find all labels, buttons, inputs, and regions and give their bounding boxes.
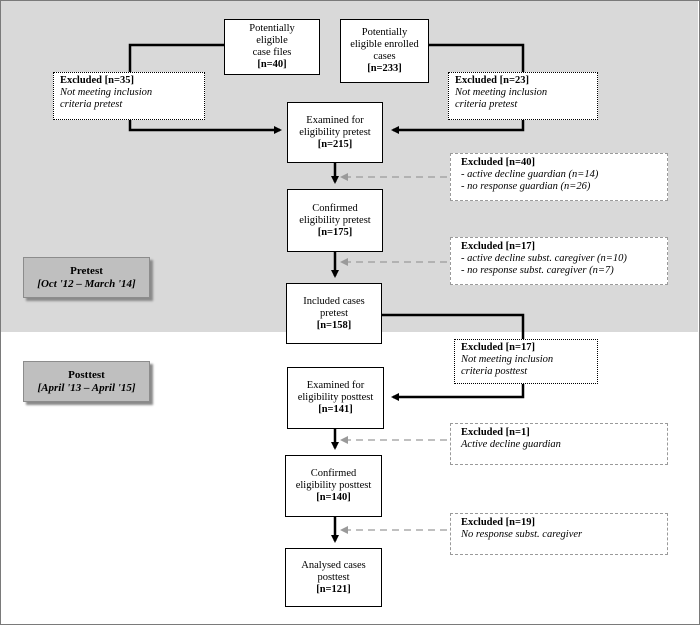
examined-posttest-count: [n=141] <box>318 404 353 415</box>
case-files-line2b: case files <box>252 47 292 58</box>
confirmed-posttest-count: [n=140] <box>316 492 351 503</box>
case-files-line2: eligible <box>256 35 288 47</box>
analysed-line2: posttest <box>317 571 350 583</box>
excluded-40-line2: - no response guardian (n=26) <box>461 181 591 192</box>
excluded-17b-line2: criteria posttest <box>461 366 528 377</box>
confirmed-pretest-line1: Confirmed <box>312 202 358 214</box>
excluded-left-line1: Not meeting inclusion <box>60 87 153 98</box>
excluded-right-title: Excluded [n=23] <box>455 75 529 86</box>
excluded-left-line2: criteria pretest <box>60 99 123 110</box>
examined-pretest-line1: Examined for <box>306 114 364 126</box>
examined-posttest-line1: Examined for <box>306 380 365 391</box>
included-pretest-count: [n=158] <box>316 319 352 331</box>
analysed-posttest-box: Analysed cases posttest [n=121] <box>285 548 382 607</box>
excluded-17b-title: Excluded [n=17] <box>461 342 535 353</box>
pretest-range: [Oct '12 – March '14] <box>37 277 136 290</box>
posttest-phase-label: Posttest [April '13 – April '15] <box>23 361 150 402</box>
examined-pretest-count: [n=215] <box>317 138 353 150</box>
excluded-17b-box: Excluded [n=17] Not meeting inclusion cr… <box>454 339 598 384</box>
pretest-phase-label: Pretest [Oct '12 – March '14] <box>23 257 150 298</box>
excluded-left-title: Excluded [n=35] <box>60 75 134 86</box>
excluded-17a-line1: - active decline subst. caregiver (n=10) <box>461 253 627 264</box>
examined-posttest-box: Examined for eligibility posttest [n=141… <box>287 367 384 429</box>
excluded-17b-line1: Not meeting inclusion <box>461 354 554 365</box>
enrolled-box: Potentially eligible enrolled cases [n=2… <box>340 19 429 83</box>
enrolled-count: [n=233] <box>367 63 402 74</box>
included-pretest-box: Included cases pretest [n=158] <box>286 283 382 344</box>
excluded-40-title: Excluded [n=40] <box>461 157 535 168</box>
excluded-19-box: Excluded [n=19] No response subst. careg… <box>450 513 668 555</box>
excluded-17a-title: Excluded [n=17] <box>461 241 535 252</box>
excluded-40-box: Excluded [n=40] - active decline guardia… <box>450 153 668 201</box>
confirmed-pretest-count: [n=175] <box>317 226 353 238</box>
excluded-right-line1: Not meeting inclusion <box>455 87 548 98</box>
excluded-1-box: Excluded [n=1] Active decline guardian <box>450 423 668 465</box>
excluded-17a-line2: - no response subst. caregiver (n=7) <box>461 265 614 276</box>
excluded-19-title: Excluded [n=19] <box>461 517 535 528</box>
case-files-line1: Potentially <box>249 23 295 34</box>
enrolled-line1: Potentially <box>361 27 408 38</box>
enrolled-line2: eligible enrolled <box>350 39 419 50</box>
case-files-line2a: eligible <box>256 35 288 46</box>
excluded-40-line1: - active decline guardian (n=14) <box>461 169 599 180</box>
examined-pretest-box: Examined for eligibility pretest [n=215] <box>287 102 383 163</box>
examined-posttest-line2: eligibility posttest <box>297 392 374 403</box>
included-pretest-line2: pretest <box>320 307 348 319</box>
excluded-17a-box: Excluded [n=17] - active decline subst. … <box>450 237 668 285</box>
case-files-box: Potentially eligible case files [n=40] <box>224 19 320 75</box>
confirmed-posttest-line1: Confirmed <box>310 468 357 479</box>
case-files-count: [n=40] <box>257 59 287 70</box>
excluded-1-line1: Active decline guardian <box>461 439 561 450</box>
excluded-right-line2: criteria pretest <box>455 99 518 110</box>
posttest-range: [April '13 – April '15] <box>37 381 136 394</box>
excluded-19-line1: No response subst. caregiver <box>461 529 583 540</box>
confirmed-pretest-box: Confirmed eligibility pretest [n=175] <box>287 189 383 252</box>
included-pretest-line1: Included cases <box>303 295 365 307</box>
posttest-title: Posttest <box>68 368 105 381</box>
examined-pretest-line2: eligibility pretest <box>299 126 371 138</box>
confirmed-pretest-line2: eligibility pretest <box>299 214 371 226</box>
analysed-count: [n=121] <box>316 583 351 595</box>
enrolled-line3: cases <box>373 51 396 62</box>
analysed-line1: Analysed cases <box>301 559 366 571</box>
excluded-right-box: Excluded [n=23] Not meeting inclusion cr… <box>448 72 598 120</box>
excluded-1-title: Excluded [n=1] <box>461 427 530 438</box>
pretest-title: Pretest <box>70 264 103 277</box>
confirmed-posttest-line2: eligibility posttest <box>295 480 372 491</box>
confirmed-posttest-box: Confirmed eligibility posttest [n=140] <box>285 455 382 517</box>
excluded-left-box: Excluded [n=35] Not meeting inclusion cr… <box>53 72 205 120</box>
